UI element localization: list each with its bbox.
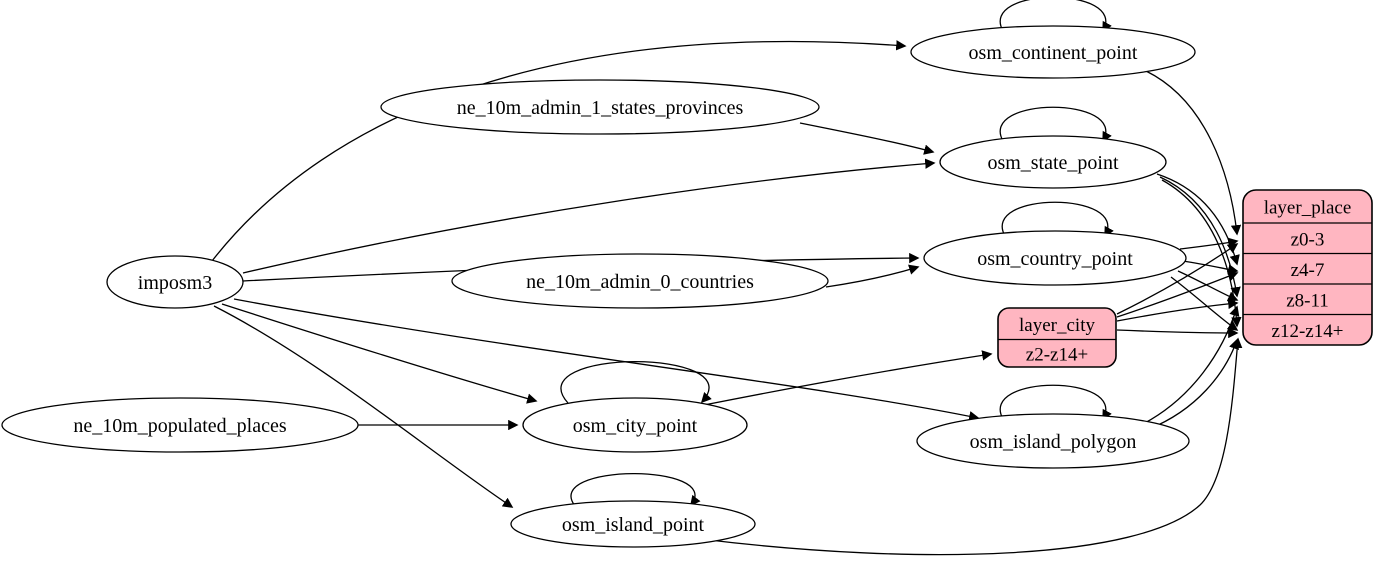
self-loop-osm_city_point: [560, 360, 712, 404]
node-layer_place: layer_place z0-3 z4-7 z8-11 z12-z14+: [1242, 189, 1373, 346]
node-shape-ne_10m_admin_0_countries: [451, 253, 829, 309]
self-loop-osm_country_point: [1001, 201, 1114, 238]
node-label-ne_10m_populated_places: ne_10m_populated_places: [73, 415, 286, 437]
edge-osm_island_polygon-layer_place-z8-11: [1142, 305, 1240, 425]
self-loop-osm_state_point: [999, 106, 1112, 143]
node-label-ne_10m_admin_0_countries: ne_10m_admin_0_countries: [526, 271, 754, 293]
edge-layer_city-layer_place-z0-3: [1116, 243, 1239, 315]
edge-osm_city_point-layer_city-z2-z14+: [703, 350, 993, 406]
node-shape-osm_island_point: [510, 500, 756, 548]
node-shape-osm_country_point: [923, 230, 1187, 286]
node-imposm3: imposm3: [106, 255, 244, 309]
edge-imposm3-osm_continent_point: [211, 40, 907, 262]
node-osm_city_point: osm_city_point: [522, 397, 748, 453]
edge-layer_city-layer_place-z8-11: [1116, 298, 1239, 322]
self-loop-osm_island_point: [570, 472, 701, 507]
node-shape-osm_island_polygon: [916, 413, 1190, 469]
node-label-osm_city_point: osm_city_point: [573, 415, 698, 437]
edge-imposm3-osm_state_point: [242, 158, 936, 274]
node-label-osm_island_point: osm_island_point: [562, 514, 705, 536]
node-shape-osm_continent_point: [910, 25, 1196, 79]
edge-osm_country_point-layer_place-z8-11: [1177, 270, 1239, 302]
edge-imposm3-osm_city_point: [221, 303, 538, 404]
layer_place-row-z12-z14+: z12-z14+: [1272, 321, 1344, 342]
self-loop-osm_island_polygon: [999, 384, 1112, 421]
node-label-osm_island_polygon: osm_island_polygon: [970, 431, 1137, 453]
layer_place-row-z8-11: z8-11: [1286, 290, 1329, 311]
node-label-ne_10m_admin_1_states_provinces: ne_10m_admin_1_states_provinces: [457, 97, 744, 119]
node-ne_10m_admin_1_states_provinces: ne_10m_admin_1_states_provinces: [380, 79, 820, 135]
node-osm_island_point: osm_island_point: [510, 500, 756, 548]
record-box-layer_city: [997, 307, 1117, 368]
edge-osm_state_point-layer_place-z8-11: [1159, 176, 1241, 298]
edge-layer_city-layer_place-z12-z14+: [1116, 327, 1239, 339]
record-title-layer_place: layer_place: [1264, 198, 1352, 219]
edge-osm_island_point-layer_place-z12-z14+: [700, 337, 1243, 556]
node-label-imposm3: imposm3: [138, 272, 212, 294]
node-ne_10m_populated_places: ne_10m_populated_places: [1, 397, 359, 453]
edges-layer: [211, 0, 1243, 556]
nodes-layer: imposm3 ne_10m_admin_1_states_provincesne…: [1, 25, 1373, 548]
node-osm_country_point: osm_country_point: [923, 230, 1187, 286]
layer_place-row-z4-7: z4-7: [1291, 260, 1325, 281]
edge-ne_10m_admin_1_states_provinces-osm_state_point: [799, 122, 935, 155]
edge-osm_continent_point-layer_place-z0-3: [1145, 70, 1242, 236]
node-shape-imposm3: [106, 255, 244, 309]
node-shape-ne_10m_populated_places: [1, 397, 359, 453]
edge-imposm3-osm_island_point: [213, 305, 514, 508]
node-osm_island_polygon: osm_island_polygon: [916, 413, 1190, 469]
edge-ne_10m_admin_0_countries-osm_country_point: [825, 264, 920, 288]
node-shape-osm_city_point: [522, 397, 748, 453]
record-box-layer_place: [1242, 189, 1373, 346]
layer_city-row-z2-z14+: z2-z14+: [1026, 344, 1088, 365]
node-label-osm_state_point: osm_state_point: [987, 152, 1119, 174]
edge-osm_country_point-layer_place-z4-7: [1182, 260, 1239, 275]
node-osm_state_point: osm_state_point: [939, 135, 1167, 189]
self-loop-osm_continent_point: [999, 0, 1112, 33]
edge-layer_city-layer_place-z4-7: [1116, 271, 1239, 318]
node-ne_10m_admin_0_countries: ne_10m_admin_0_countries: [451, 253, 829, 309]
node-label-osm_country_point: osm_country_point: [977, 248, 1133, 270]
node-shape-ne_10m_admin_1_states_provinces: [380, 79, 820, 135]
layer_place-row-z0-3: z0-3: [1291, 229, 1325, 250]
edge-imposm3-osm_island_polygon: [233, 298, 980, 422]
edge-osm_country_point-layer_place-z0-3: [1179, 237, 1239, 250]
record-title-layer_city: layer_city: [1019, 315, 1095, 336]
node-shape-osm_state_point: [939, 135, 1167, 189]
node-label-osm_continent_point: osm_continent_point: [969, 42, 1138, 64]
node-osm_continent_point: osm_continent_point: [910, 25, 1196, 79]
edge-osm_island_polygon-layer_place-z12-z14+: [1148, 338, 1239, 430]
node-layer_city: layer_city z2-z14+: [997, 307, 1117, 368]
